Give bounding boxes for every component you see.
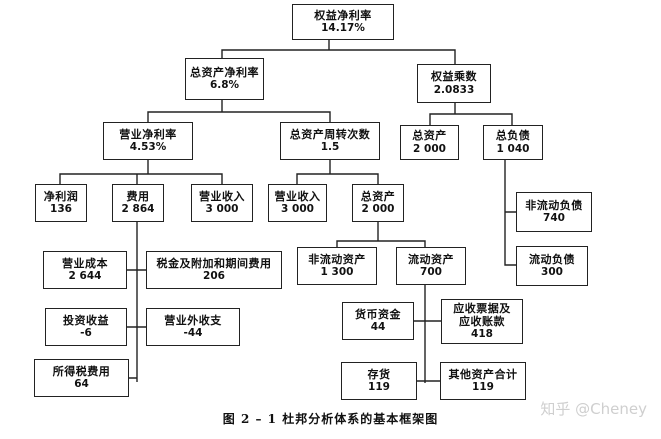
- node-label: 流动资产: [408, 252, 454, 266]
- node-noncurrent-assets: 非流动资产 1 300: [297, 247, 377, 285]
- node-revenue-b: 营业收入 3 000: [268, 184, 327, 222]
- node-value: 44: [370, 321, 386, 334]
- node-value: 2 000: [413, 142, 446, 155]
- node-label: 非流动负债: [525, 198, 583, 212]
- node-other-assets: 其他资产合计 119: [440, 362, 526, 400]
- node-value: 2 644: [68, 270, 102, 283]
- node-label: 权益净利率: [314, 8, 372, 22]
- node-value: 418: [471, 328, 493, 341]
- node-net-profit: 净利润 136: [35, 184, 87, 222]
- node-value: 700: [420, 266, 442, 279]
- node-value: 4.53%: [129, 141, 167, 154]
- node-investment-income: 投资收益 -6: [45, 308, 127, 346]
- node-label: 营业成本: [62, 256, 108, 270]
- node-equity-multiplier: 权益乘数 2.0833: [417, 64, 491, 103]
- node-value: -6: [80, 327, 92, 340]
- node-label: 总资产净利率: [190, 65, 259, 79]
- node-value: 64: [74, 378, 89, 391]
- node-cash: 货币资金 44: [342, 302, 414, 340]
- node-taxes-and-period-expenses: 税金及附加和期间费用 206: [146, 251, 282, 289]
- node-value: 119: [368, 381, 390, 394]
- node-value: 1 040: [496, 142, 530, 155]
- node-value: 2 864: [121, 203, 155, 216]
- node-value: 206: [203, 270, 225, 283]
- node-label: 营业净利率: [119, 127, 177, 141]
- node-value: 14.17%: [321, 22, 365, 35]
- node-current-liabilities: 流动负债 300: [516, 246, 588, 286]
- node-label: 权益乘数: [431, 70, 477, 84]
- node-value: 1 300: [320, 266, 354, 279]
- node-value: 3 000: [281, 203, 314, 216]
- node-revenue-a: 营业收入 3 000: [191, 184, 253, 222]
- node-roa: 总资产净利率 6.8%: [185, 58, 264, 100]
- node-label: 总资产: [360, 189, 396, 203]
- node-total-assets-a: 总资产 2 000: [400, 125, 459, 160]
- node-operating-cost: 营业成本 2 644: [43, 251, 127, 289]
- node-label: 税金及附加和期间费用: [156, 256, 272, 270]
- node-value: 136: [50, 203, 72, 216]
- node-value: 2 000: [361, 203, 395, 216]
- node-label: 非流动资产: [308, 252, 366, 266]
- node-nonoperating: 营业外收支 -44: [146, 308, 240, 346]
- node-current-assets: 流动资产 700: [396, 247, 466, 285]
- node-label: 总资产: [412, 129, 447, 143]
- node-label: 其他资产合计: [448, 367, 518, 381]
- node-label: 存货: [367, 367, 391, 381]
- node-asset-turnover: 总资产周转次数 1.5: [280, 122, 380, 160]
- node-income-tax: 所得税费用 64: [34, 359, 129, 397]
- node-label: 所得税费用: [52, 364, 111, 378]
- node-noncurrent-liabilities: 非流动负债 740: [516, 192, 592, 232]
- node-value: -44: [183, 327, 203, 340]
- node-label: 总负债: [495, 129, 531, 143]
- node-value: 740: [543, 212, 565, 225]
- node-total-assets-b: 总资产 2 000: [352, 184, 404, 222]
- node-expenses: 费用 2 864: [112, 184, 164, 222]
- watermark: 知乎 @Cheney: [540, 400, 647, 418]
- node-net-margin: 营业净利率 4.53%: [103, 122, 193, 160]
- node-label: 应收票据及 应收账款: [453, 301, 511, 328]
- node-label: 货币资金: [355, 307, 401, 321]
- node-label: 费用: [126, 189, 150, 203]
- node-value: 1.5: [320, 141, 340, 154]
- node-label: 营业收入: [199, 189, 245, 203]
- node-value: 3 000: [205, 203, 239, 216]
- node-value: 119: [472, 381, 494, 394]
- node-inventory: 存货 119: [341, 362, 417, 400]
- node-label: 投资收益: [63, 313, 109, 327]
- node-value: 2.0833: [433, 83, 475, 96]
- node-value: 300: [541, 266, 563, 279]
- node-label: 营业收入: [274, 189, 321, 203]
- node-total-liabilities: 总负债 1 040: [483, 125, 543, 160]
- node-receivables: 应收票据及 应收账款 418: [441, 299, 523, 344]
- node-roe: 权益净利率 14.17%: [292, 4, 394, 40]
- node-label: 流动负债: [529, 252, 575, 266]
- node-label: 净利润: [43, 189, 79, 203]
- node-label: 营业外收支: [164, 313, 222, 327]
- node-label: 总资产周转次数: [289, 127, 371, 141]
- figure-caption: 图 2 – 1 杜邦分析体系的基本框架图: [222, 412, 439, 426]
- node-value: 6.8%: [209, 79, 240, 92]
